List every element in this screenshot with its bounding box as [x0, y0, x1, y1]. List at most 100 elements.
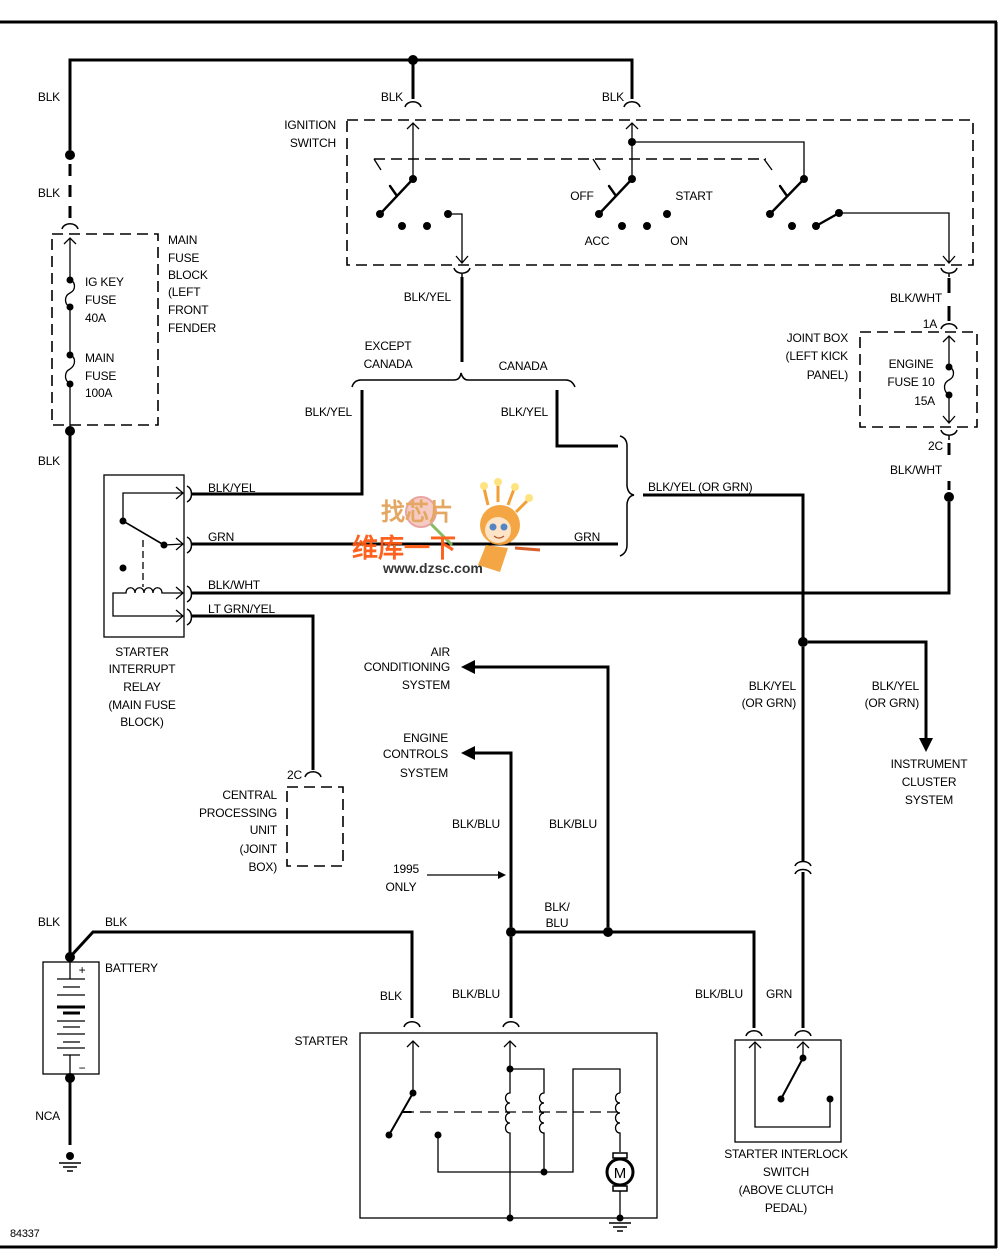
component-label: JOINT BOX [787, 331, 849, 345]
variant-brace [619, 435, 635, 557]
component-label: STARTER [115, 645, 169, 659]
blk-blu-interlock-wire [511, 930, 756, 1028]
variant-label: CANADA [499, 359, 548, 373]
watermark: 找芯片 维库一下 www.dzsc.com [352, 478, 541, 576]
component-label: (LEFT [168, 285, 201, 299]
wire-label: BLK [38, 915, 60, 929]
wire-label: BLK [105, 915, 127, 929]
starter-interrupt-relay [103, 474, 193, 638]
component-label: BOX) [248, 860, 277, 874]
component-label: UNIT [250, 823, 278, 837]
switch-blade [768, 177, 806, 216]
connector-icon [61, 223, 79, 230]
pin-arrow-icon [175, 486, 184, 623]
connector-icon [186, 485, 193, 626]
main-fuse-block [51, 233, 159, 431]
component-label: CONDITIONING [364, 660, 450, 674]
wire-label: (OR GRN) [865, 696, 920, 710]
fuse-name: FUSE 10 [887, 375, 935, 389]
wire-label: BLK/YEL (OR GRN) [648, 480, 753, 494]
connector-icon [940, 323, 958, 330]
connector-icon [304, 771, 322, 778]
connector-icon [794, 1030, 812, 1037]
wire-label: BLK/YEL [501, 405, 549, 419]
ground-icon [609, 1222, 631, 1232]
splice-dot [65, 150, 75, 160]
fuse-name: IG KEY [85, 275, 124, 289]
component-label: ENGINE [403, 731, 448, 745]
component-label: (LEFT KICK [786, 349, 849, 363]
blk-battery-starter-wire [68, 930, 414, 1018]
blk-blu-ac-wire [475, 665, 610, 927]
blk-blu-engine-wire [475, 751, 513, 927]
wire-label: BLK/BLU [452, 817, 500, 831]
component-label: (MAIN FUSE [108, 698, 176, 712]
lt-grn-yel-wire [192, 614, 315, 770]
battery-positive-sign: + [79, 963, 86, 977]
switch-blade [597, 177, 634, 216]
starter-interlock-switch [734, 1039, 842, 1143]
central-processing-unit [286, 786, 344, 867]
component-label: SWITCH [763, 1165, 809, 1179]
component-label: PANEL) [807, 368, 848, 382]
fuse-name: MAIN [85, 351, 114, 365]
wire-label: BLK/WHT [890, 291, 943, 305]
wire-label: BLK [38, 90, 60, 104]
wire-label: BLK/YEL [872, 679, 920, 693]
note-label: 1995 [393, 862, 419, 876]
solenoid-contact [388, 1092, 414, 1136]
wire-label: BLK [38, 454, 60, 468]
wire-label: BLK [38, 186, 60, 200]
variant-label: EXCEPT [365, 339, 413, 353]
connector-icon [502, 1021, 520, 1028]
fuse-name: ENGINE [889, 357, 934, 371]
hold-in-coil-icon [510, 1068, 545, 1172]
motor-symbol: M [614, 1165, 627, 1182]
switch-position-start: START [675, 189, 713, 203]
component-label: FRONT [168, 303, 209, 317]
component-label: BATTERY [105, 961, 158, 975]
component-label: SWITCH [290, 136, 336, 150]
component-label: STARTER INTERLOCK [724, 1147, 848, 1161]
splice-dot [408, 55, 418, 65]
wire-label: BLK/BLU [549, 817, 597, 831]
blk-yel-except-canada-wire [192, 390, 364, 496]
switch-position-acc: ACC [585, 234, 610, 248]
battery-negative-sign: − [79, 1061, 86, 1075]
wire-label: BLK/YEL [404, 290, 452, 304]
connector-icon [404, 101, 422, 108]
pin-arrow-icon [406, 1040, 517, 1048]
component-label: IGNITION [284, 118, 336, 132]
fuse-name: FUSE [85, 293, 116, 307]
fuse-icon [942, 336, 956, 424]
pin-arrow-icon [406, 122, 639, 130]
component-label: SYSTEM [402, 678, 450, 692]
note-label: ONLY [386, 880, 417, 894]
wire-label: BLK [380, 989, 402, 1003]
pin-label: 2C [287, 768, 302, 782]
fuse-rating: 40A [85, 311, 106, 325]
pin-label: 2C [928, 439, 943, 453]
magnifier-icon [405, 496, 437, 528]
battery-icon [42, 961, 100, 1075]
wire-label: BLK/BLU [452, 987, 500, 1001]
connector-icon [403, 1021, 421, 1028]
arrow-down-icon [919, 738, 933, 752]
component-label: CENTRAL [222, 788, 277, 802]
component-label: PROCESSING [199, 806, 277, 820]
ground-icon [59, 1152, 81, 1172]
fuse-rating: 100A [85, 386, 112, 400]
wire-label: GRN [574, 530, 600, 544]
connector-icon [745, 1030, 763, 1037]
wire-label: NCA [35, 1109, 60, 1123]
watermark-line1: 找芯片 [381, 498, 453, 526]
ignition-switch [346, 119, 974, 266]
wire-label: BLK/WHT [208, 578, 261, 592]
wire-label: BLK/YEL [749, 679, 797, 693]
component-label: (ABOVE CLUTCH [739, 1183, 834, 1197]
pull-in-coil-icon [504, 1041, 511, 1218]
watermark-url: www.dzsc.com [382, 560, 483, 576]
arrow-right-icon [498, 871, 506, 879]
splice-dot [944, 492, 954, 502]
